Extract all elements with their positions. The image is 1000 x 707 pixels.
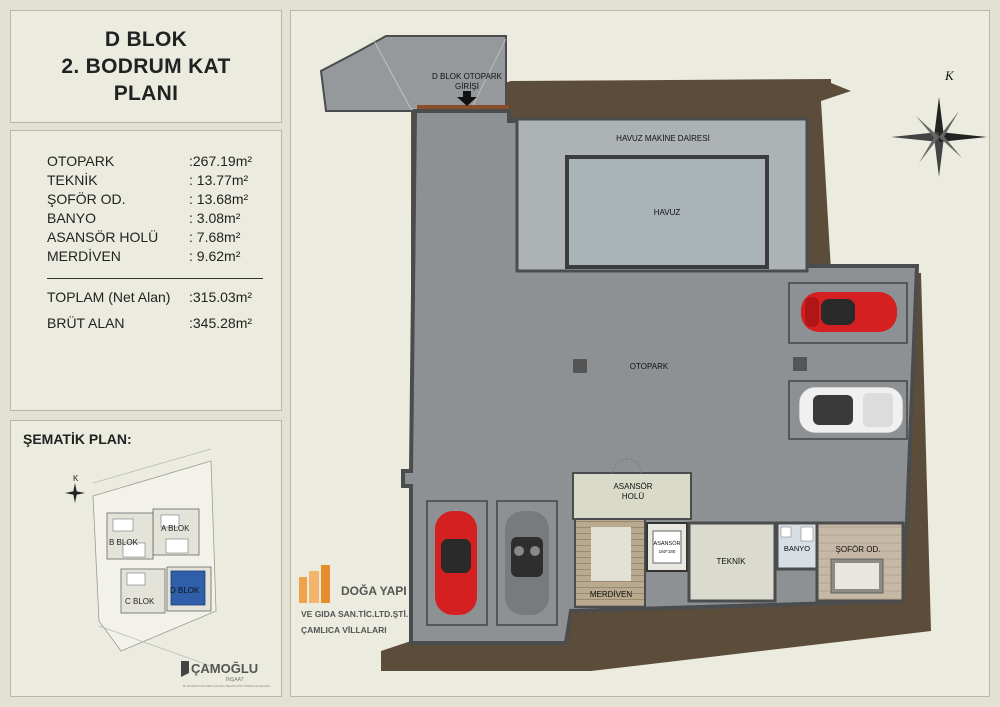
area-row-asansor: ASANSÖR HOLÜ : 7.68m²: [47, 229, 240, 245]
schematic-title: ŞEMATİK PLAN:: [23, 431, 132, 447]
total-name: TOPLAM (Net Alan): [47, 289, 171, 305]
schematic-b-block: B BLOK: [106, 512, 154, 560]
schematic-plan: K A BLOK B BLOK C BLOK: [65, 448, 271, 688]
area-value: : 13.68m²: [189, 191, 249, 207]
area-value: : 13.77m²: [189, 172, 249, 188]
elevator-hall: [572, 472, 692, 520]
developer-company: VE GIDA SAN.TİC.LTD.ŞTİ.: [301, 609, 408, 619]
driver-room-label: ŞOFÖR OD.: [836, 545, 881, 554]
grey-convertible-icon: [505, 511, 549, 615]
company-fineprint: BU PROJENİN TELİF HAKKI ÇAMOĞLU İNŞAATA …: [183, 685, 271, 688]
camoglu-logo: ÇAMOĞLU İNŞAAT BU PROJENİN TELİF HAKKI Ç…: [181, 661, 271, 688]
area-value: : 7.68m²: [189, 229, 241, 245]
column: [573, 359, 587, 373]
schematic-c-label: C BLOK: [125, 597, 155, 606]
pool-room-label: HAVUZ MAKİNE DAİRESİ: [616, 134, 710, 143]
schematic-north-label: K: [73, 474, 79, 483]
elevator-hall-label-2: HOLÜ: [622, 492, 644, 501]
total-value: :315.03m²: [189, 289, 253, 305]
gross-value: :345.28m²: [189, 315, 253, 331]
entrance-label: D BLOK OTOPARK: [432, 72, 503, 81]
double-door-icon: [612, 458, 642, 474]
north-compass-icon: K: [891, 68, 987, 177]
area-row-merdiven: MERDİVEN : 9.62m²: [47, 248, 240, 264]
north-label: K: [944, 68, 955, 83]
schematic-c-block: C BLOK: [120, 568, 166, 614]
gross-name: BRÜT ALAN: [47, 315, 125, 331]
area-row-total: TOPLAM (Net Alan) :315.03m²: [47, 289, 252, 305]
schematic-d-label: D BLOK: [170, 586, 200, 595]
white-car-icon: [798, 386, 904, 434]
area-value: : 3.08m²: [189, 210, 241, 226]
pool: [565, 155, 769, 269]
developer-name: DOĞA YAPI: [341, 583, 407, 598]
schematic-a-block: A BLOK: [152, 508, 200, 556]
elevator-hall-label: ASANSÖR: [613, 482, 652, 491]
column: [793, 357, 807, 371]
plan-title-block: D BLOK: [104, 28, 188, 51]
area-value: :267.19m²: [189, 153, 253, 169]
schematic-b-label: B BLOK: [109, 538, 139, 547]
area-name: OTOPARK: [47, 153, 115, 169]
elevator-size: 160*180: [659, 549, 676, 554]
entrance-arrow-icon: [457, 91, 477, 106]
pool-label: HAVUZ: [654, 208, 681, 217]
area-name: ASANSÖR HOLÜ: [47, 229, 159, 245]
bed-mattress: [835, 563, 879, 589]
area-name: ŞOFÖR OD.: [47, 191, 126, 207]
bathroom-label: BANYO: [784, 544, 810, 553]
entrance-label-2: GİRİŞİ: [455, 82, 479, 91]
floor-plan: D BLOK OTOPARK GİRİŞİ HAVUZ MAKİNE DAİRE…: [299, 35, 987, 671]
floor-plan-panel: D BLOK OTOPARK GİRİŞİ HAVUZ MAKİNE DAİRE…: [290, 10, 990, 697]
area-row-banyo: BANYO : 3.08m²: [47, 210, 240, 226]
company-name: ÇAMOĞLU: [191, 661, 258, 676]
title-panel: D BLOK 2. BODRUM KAT PLANI: [10, 10, 282, 123]
stairs-label: MERDİVEN: [590, 590, 632, 599]
technical-room: [687, 521, 777, 603]
technical-label: TEKNİK: [717, 557, 747, 566]
toilet-icon: [800, 526, 814, 542]
area-name: MERDİVEN: [47, 248, 121, 264]
elevator-label: ASANSÖR: [654, 540, 681, 547]
area-table: OTOPARK :267.19m² TEKNİK : 13.77m² ŞOFÖR O…: [10, 130, 282, 411]
sink-icon: [780, 526, 792, 538]
area-row-sofor: ŞOFÖR OD. : 13.68m²: [47, 191, 248, 207]
plan-title-plan: PLANI: [113, 82, 179, 105]
company-subtitle: İNŞAAT: [226, 676, 244, 683]
area-value: : 9.62m²: [189, 248, 241, 264]
area-row-otopark: OTOPARK :267.19m²: [47, 153, 252, 169]
schematic-compass-icon: K: [65, 474, 85, 503]
schematic-d-block: D BLOK: [166, 566, 212, 612]
developer-project: ÇAMLICA VİLLALARI: [301, 625, 387, 635]
area-name: TEKNİK: [47, 172, 98, 188]
schematic-a-label: A BLOK: [161, 524, 190, 533]
plan-title-floor: 2. BODRUM KAT: [61, 55, 231, 78]
stair-landing: [591, 527, 631, 581]
area-row-teknik: TEKNİK : 13.77m²: [47, 172, 248, 188]
red-car-icon: [435, 511, 477, 615]
doga-yapi-logo: [299, 565, 330, 603]
area-row-gross: BRÜT ALAN :345.28m²: [47, 315, 252, 331]
parking-label: OTOPARK: [630, 362, 669, 371]
schematic-panel: ŞEMATİK PLAN: K A BLOK B BLOK: [10, 420, 282, 697]
red-car-icon: [801, 292, 897, 332]
area-name: BANYO: [47, 210, 97, 226]
area-divider: [47, 278, 263, 279]
